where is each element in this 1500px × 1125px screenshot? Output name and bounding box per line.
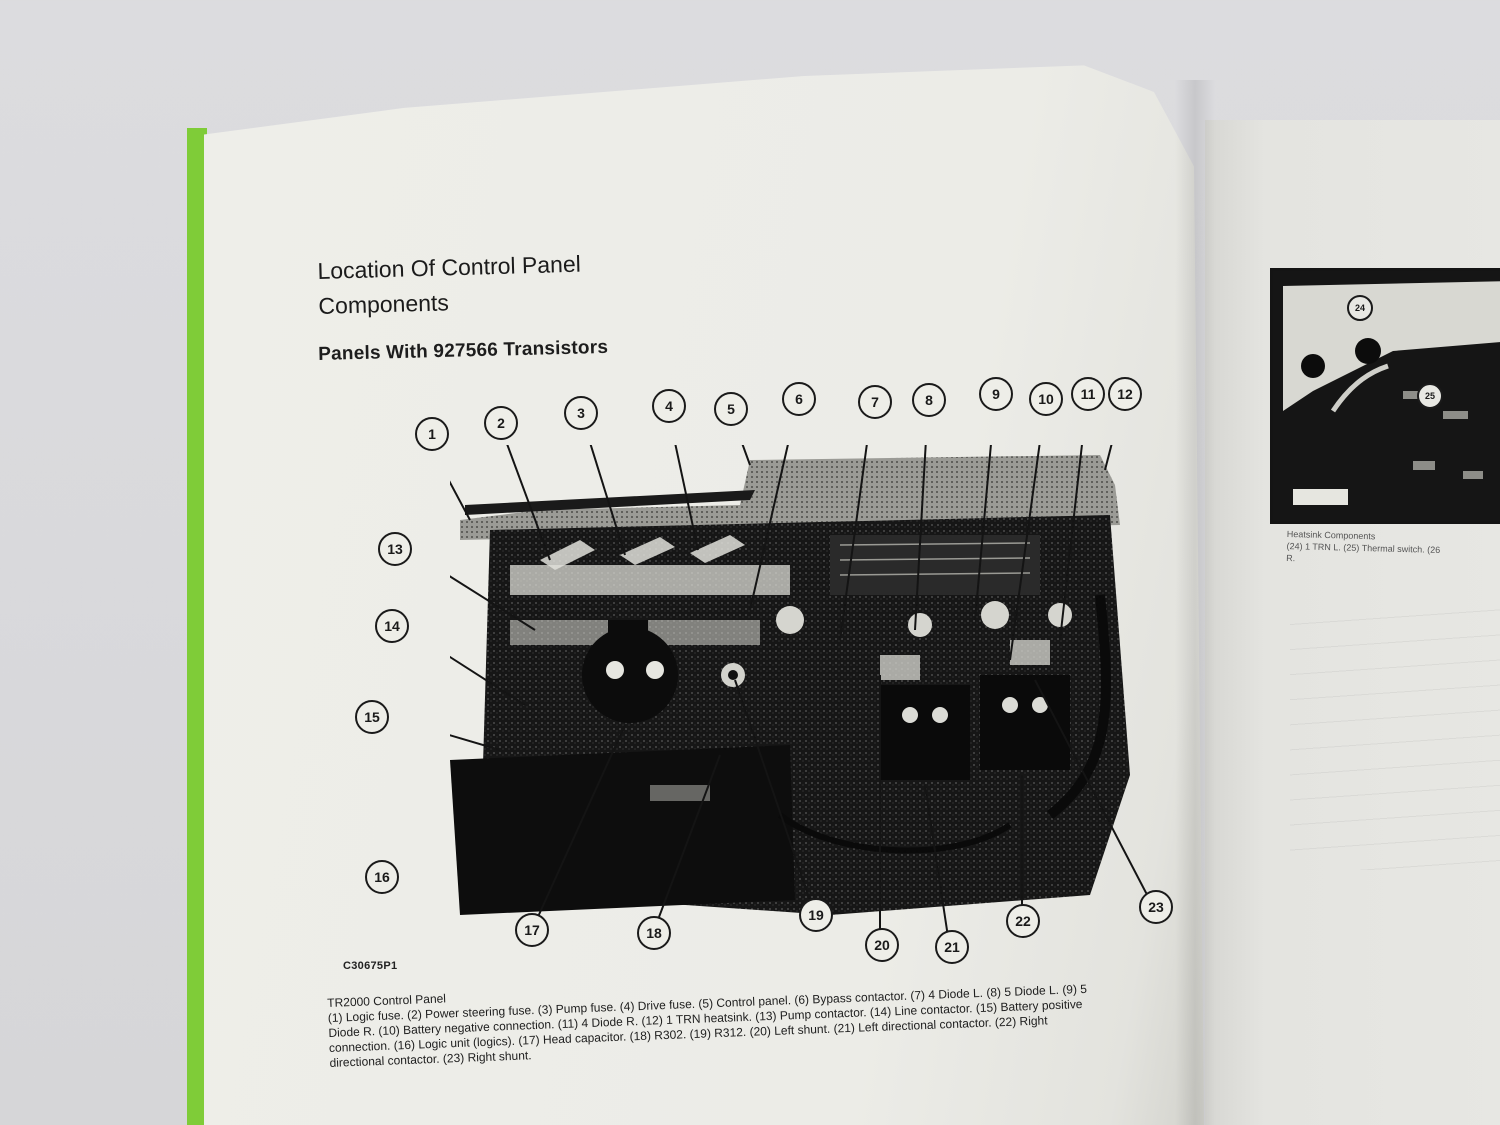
callout-15: 15 — [355, 700, 389, 734]
figure-code: C30675P1 — [343, 960, 398, 972]
callout-8: 8 — [912, 383, 946, 417]
callout-13: 13 — [378, 532, 412, 566]
callout-7: 7 — [858, 385, 892, 419]
gutter-shadow — [1175, 80, 1215, 1125]
page-title: Location Of Control Panel Components — [317, 247, 582, 324]
callout-17: 17 — [515, 913, 549, 947]
callout-18: 18 — [637, 916, 671, 950]
callout-2: 2 — [484, 406, 518, 440]
callout-25: 25 — [1417, 383, 1443, 409]
callout-12: 12 — [1108, 377, 1142, 411]
callout-20: 20 — [865, 928, 899, 962]
callout-14: 14 — [375, 609, 409, 643]
callout-23: 23 — [1139, 890, 1173, 924]
right-page-faint-table — [1290, 600, 1500, 870]
callout-6: 6 — [782, 382, 816, 416]
callout-16: 16 — [365, 860, 399, 894]
callout-10: 10 — [1029, 382, 1063, 416]
callout-21: 21 — [935, 930, 969, 964]
book-spine-green-edge — [187, 128, 207, 1125]
title-line-2: Components — [318, 289, 450, 319]
control-panel-photo — [450, 445, 1150, 945]
callout-24: 24 — [1347, 295, 1373, 321]
callout-22: 22 — [1006, 904, 1040, 938]
callout-11: 11 — [1071, 377, 1105, 411]
callout-4: 4 — [652, 389, 686, 423]
title-line-1: Location Of Control Panel — [317, 250, 582, 284]
callout-9: 9 — [979, 377, 1013, 411]
callout-19: 19 — [799, 898, 833, 932]
callout-5: 5 — [714, 392, 748, 426]
callout-3: 3 — [564, 396, 598, 430]
callout-1: 1 — [415, 417, 449, 451]
heatsink-photo: 24 25 — [1270, 268, 1500, 524]
right-figure-caption: Heatsink Components (24) 1 TRN L. (25) T… — [1286, 528, 1441, 568]
